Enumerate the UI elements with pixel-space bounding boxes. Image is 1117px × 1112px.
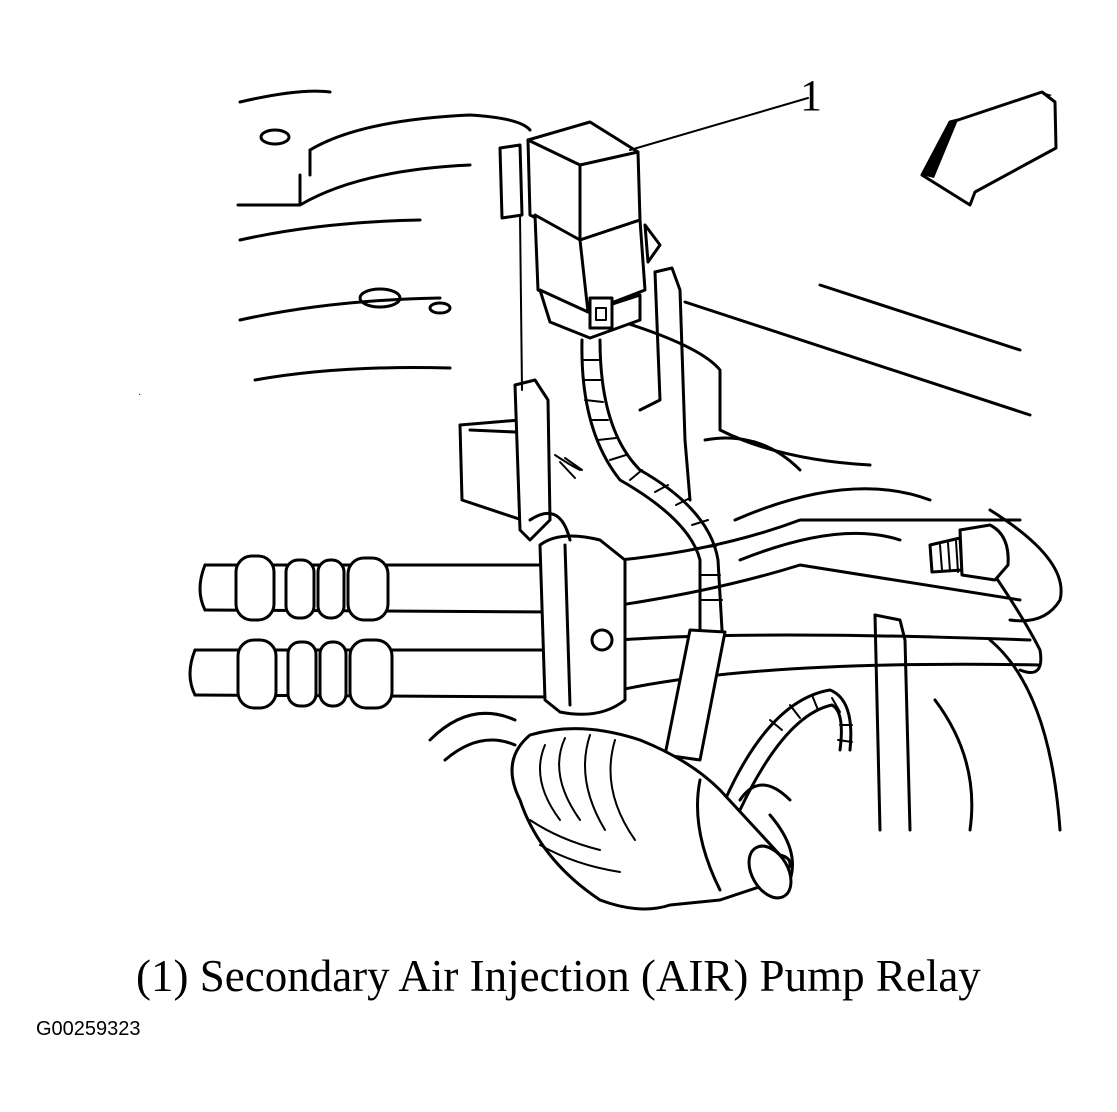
callout-number: 1: [800, 71, 822, 120]
figure-id: G00259323: [36, 1018, 141, 1040]
air-hoses: [188, 518, 1042, 710]
relay-bracket: [458, 266, 692, 542]
background-contours: [236, 89, 1063, 882]
hose-fitting: [928, 523, 1010, 582]
hose-clamp: [538, 534, 627, 716]
svg-text:·: ·: [138, 389, 141, 400]
lower-harness: [510, 727, 793, 911]
air-pump-relay: [498, 120, 662, 391]
figure-caption: (1) Secondary Air Injection (AIR) Pump R…: [136, 951, 981, 1001]
direction-arrow-icon: [920, 90, 1058, 207]
callout-leader: [629, 97, 809, 151]
